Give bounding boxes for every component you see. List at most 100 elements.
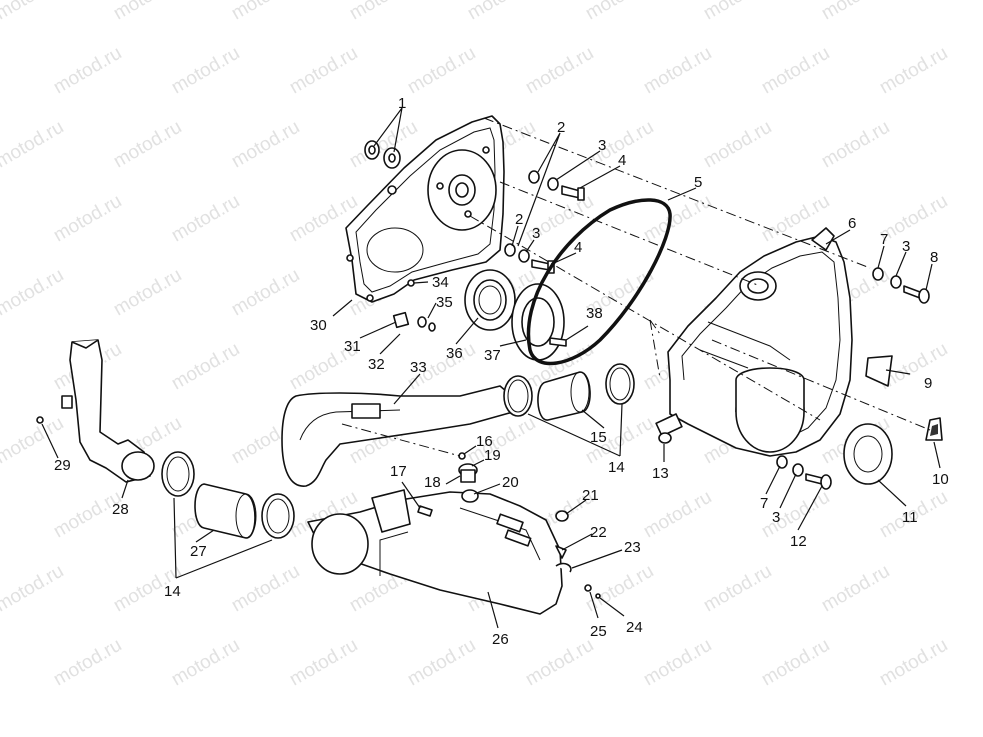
intake-duct-part-33 bbox=[281, 385, 521, 487]
callout-4: 4 bbox=[574, 239, 582, 256]
callout-10: 10 bbox=[932, 471, 949, 488]
plate-part-37 bbox=[511, 283, 565, 361]
watermark-text: motod.ru bbox=[464, 0, 539, 24]
callout-3: 3 bbox=[532, 225, 540, 242]
callout-2: 2 bbox=[557, 119, 565, 136]
drive-belt-part-5 bbox=[526, 198, 672, 366]
watermark-text: motod.ru bbox=[110, 0, 185, 24]
callout-23: 23 bbox=[624, 539, 641, 556]
cover-part-11 bbox=[843, 423, 893, 485]
callout-3: 3 bbox=[902, 238, 910, 255]
watermark-text: motod.ru bbox=[818, 561, 893, 617]
small-parts-16-17-21-25 bbox=[417, 452, 601, 599]
watermark-text: motod.ru bbox=[758, 635, 833, 691]
watermark-text: motod.ru bbox=[700, 561, 775, 617]
watermark-text: motod.ru bbox=[110, 117, 185, 173]
watermark-text: motod.ru bbox=[228, 561, 303, 617]
watermark-text: motod.ru bbox=[404, 635, 479, 691]
sleeve-part-15 bbox=[537, 371, 591, 421]
callout-11: 11 bbox=[902, 509, 918, 526]
watermark-text: motod.ru bbox=[50, 191, 125, 247]
inner-cover-part-30 bbox=[345, 115, 505, 303]
watermark-text: motod.ru bbox=[346, 0, 421, 24]
clamp-part-14-upper bbox=[503, 363, 635, 417]
fastener-set-upper bbox=[528, 170, 585, 201]
watermark-text: motod.ru bbox=[228, 265, 303, 321]
watermark-text: motod.ru bbox=[50, 43, 125, 99]
outer-cover-part-6 bbox=[655, 227, 853, 457]
watermark-text: motod.ru bbox=[50, 635, 125, 691]
watermark-text: motod.ru bbox=[0, 117, 67, 173]
callout-labels: 1 2 3 4 5 2 3 4 6 7 3 8 30 34 35 31 32 3… bbox=[54, 95, 949, 648]
callout-18: 18 bbox=[424, 474, 441, 491]
watermark-text: motod.ru bbox=[758, 43, 833, 99]
callout-22: 22 bbox=[590, 524, 607, 541]
watermark-text: motod.ru bbox=[168, 635, 243, 691]
watermark-text: motod.ru bbox=[0, 0, 67, 24]
callout-16: 16 bbox=[476, 433, 493, 450]
watermark-text: motod.ru bbox=[700, 117, 775, 173]
watermark-text: motod.ru bbox=[876, 43, 951, 99]
watermark-text: motod.ru bbox=[876, 635, 951, 691]
watermark-text: motod.ru bbox=[522, 43, 597, 99]
seal-part-36 bbox=[464, 269, 516, 331]
callout-3: 3 bbox=[598, 137, 606, 154]
callout-4: 4 bbox=[618, 152, 626, 169]
callout-2: 2 bbox=[515, 211, 523, 228]
watermark-text: motod.ru bbox=[582, 561, 657, 617]
watermark-text: motod.ru bbox=[0, 265, 67, 321]
fastener-set-lower bbox=[504, 243, 555, 274]
callout-14: 14 bbox=[164, 583, 181, 600]
callout-8: 8 bbox=[930, 249, 938, 266]
callout-25: 25 bbox=[590, 623, 607, 640]
callout-15: 15 bbox=[590, 429, 607, 446]
fastener-set-bottom bbox=[776, 455, 832, 490]
callout-36: 36 bbox=[446, 345, 463, 362]
callout-30: 30 bbox=[310, 317, 327, 334]
watermark-text: motod.ru bbox=[228, 0, 303, 24]
callout-9: 9 bbox=[924, 375, 932, 392]
bolt-part-38 bbox=[549, 337, 567, 347]
watermark-text: motod.ru bbox=[168, 191, 243, 247]
callout-32: 32 bbox=[368, 356, 385, 373]
callout-29: 29 bbox=[54, 457, 71, 474]
callout-17: 17 bbox=[390, 463, 407, 480]
sleeve-part-27 bbox=[194, 483, 257, 539]
callout-28: 28 bbox=[112, 501, 129, 518]
leader-lines bbox=[41, 107, 941, 629]
callout-3: 3 bbox=[772, 509, 780, 526]
callout-20: 20 bbox=[502, 474, 519, 491]
small-parts-31-34-35 bbox=[392, 279, 436, 332]
callout-13: 13 bbox=[652, 465, 669, 482]
callout-38: 38 bbox=[586, 305, 603, 322]
callout-34: 34 bbox=[432, 274, 449, 291]
callout-7: 7 bbox=[880, 231, 888, 248]
watermark-text: motod.ru bbox=[640, 43, 715, 99]
callout-35: 35 bbox=[436, 294, 453, 311]
decal-part-9 bbox=[865, 355, 893, 387]
watermark-text: motod.ru bbox=[168, 43, 243, 99]
decal-part-10 bbox=[925, 417, 943, 441]
watermark-text: motod.ru bbox=[640, 635, 715, 691]
callout-37: 37 bbox=[484, 347, 501, 364]
watermark-text: motod.ru bbox=[818, 0, 893, 24]
callout-24: 24 bbox=[626, 619, 643, 636]
callout-19: 19 bbox=[484, 447, 501, 464]
watermark-text: motod.ru bbox=[110, 265, 185, 321]
callout-1: 1 bbox=[398, 95, 406, 112]
watermark-text: motod.ru bbox=[168, 339, 243, 395]
watermark-text: motod.ru bbox=[640, 487, 715, 543]
callout-6: 6 bbox=[848, 215, 856, 232]
callout-27: 27 bbox=[190, 543, 207, 560]
callout-5: 5 bbox=[694, 174, 702, 191]
clamp-part-14-left bbox=[161, 451, 295, 539]
callout-14: 14 bbox=[608, 459, 625, 476]
plug-part-18-19-20 bbox=[458, 463, 479, 503]
watermark-text: motod.ru bbox=[818, 117, 893, 173]
callout-33: 33 bbox=[410, 359, 427, 376]
alignment-lines bbox=[341, 117, 931, 457]
watermark-text: motod.ru bbox=[0, 561, 67, 617]
watermark-text: motod.ru bbox=[404, 43, 479, 99]
watermark-text: motod.ru bbox=[286, 635, 361, 691]
